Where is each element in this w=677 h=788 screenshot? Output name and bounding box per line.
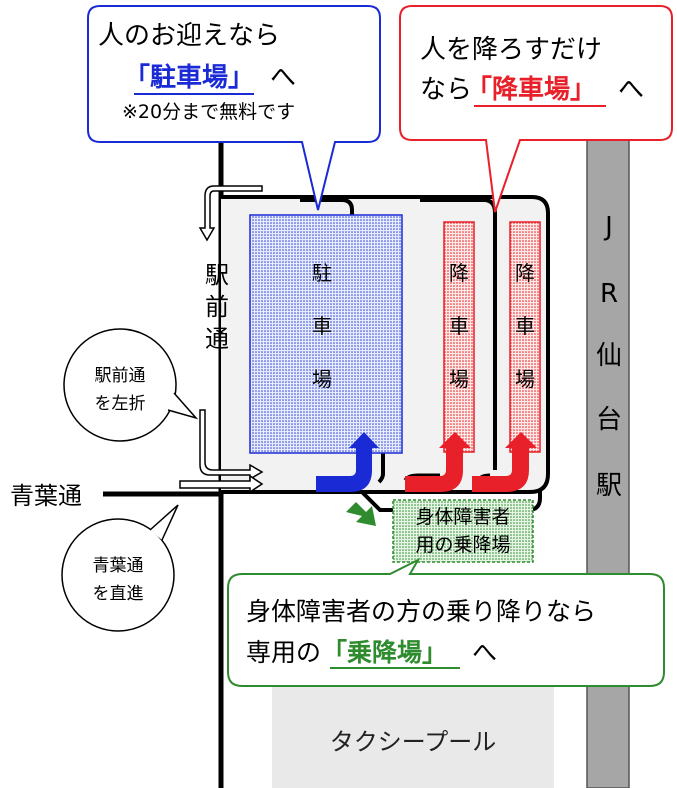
parking-callout-line-1: 人のお迎えなら	[98, 21, 280, 51]
dropoff-right-char-1: 降	[515, 261, 535, 285]
parking-entry-hook	[300, 198, 354, 245]
dropoff-right-red-arrow	[472, 432, 537, 492]
jr-station-char-4: 台	[596, 405, 622, 435]
aoba-entry-arrow-1	[199, 409, 264, 481]
jr-station-char-3: 仙	[596, 341, 622, 371]
dropoff-callout-name: 「降車場」	[466, 74, 596, 105]
accessible-lot-label-1: 身体障害者	[415, 506, 510, 528]
dropoff-callout-prefix: なら	[420, 75, 472, 105]
parking-callout-suffix: へ	[270, 63, 296, 93]
parking-callout-box	[87, 5, 381, 211]
taxi-pool-label: タクシープール	[330, 728, 497, 756]
left-turn-hint-line-1: 駅前通	[95, 366, 146, 386]
accessible-callout-line-1: 身体障害者の方の乗り降りなら	[246, 597, 596, 626]
jr-station-char-5: 駅	[596, 471, 622, 501]
dropoff-left-char-3: 場	[449, 367, 469, 391]
parking-lot	[249, 214, 403, 454]
dropoff-right-char-3: 場	[515, 367, 535, 391]
dropoff-left-red-arrow	[405, 432, 471, 492]
accessible-callout-prefix: 専用の	[246, 638, 321, 667]
jr-station-char-2: R	[600, 279, 618, 309]
parking-exit-line	[377, 295, 385, 484]
left-turn-arrow	[198, 185, 263, 242]
aoba-dori-label: 青葉通	[10, 482, 82, 510]
dropoff-left-char-1: 降	[449, 261, 469, 285]
accessible-callout-name: 「乗降場」	[322, 638, 447, 667]
straight-hint-line-2: を直進	[93, 584, 144, 604]
accessible-callout-box	[227, 557, 665, 687]
parking-lot-char-3: 場	[312, 367, 332, 391]
parking-callout-note: ※20分まで無料です	[122, 101, 295, 123]
parking-lot-char-1: 駐	[312, 261, 332, 285]
left-turn-hint-tail	[167, 392, 199, 420]
parking-entry-blue-arrow	[316, 432, 379, 492]
ekimae-dori-char-3: 通	[205, 325, 229, 353]
accessible-lot-label-2: 用の乗降場	[415, 534, 510, 556]
accessible-green-arrow	[346, 502, 376, 526]
straight-hint-line-1: 青葉通	[93, 556, 144, 576]
ekimae-dori-char-2: 前	[205, 293, 229, 321]
dropoff-right-char-2: 車	[515, 314, 535, 338]
dropoff-left-char-2: 車	[449, 314, 469, 338]
accessible-lot	[392, 499, 534, 563]
straight-hint-tail	[149, 504, 179, 541]
dropoff-callout-box	[399, 5, 673, 213]
left-turn-hint-bubble	[63, 328, 177, 442]
ekimae-dori-char-1: 駅	[205, 261, 229, 289]
straight-hint-bubble	[61, 518, 175, 632]
aoba-entry-arrow-2	[179, 474, 264, 494]
accessible-callout-suffix: へ	[472, 638, 497, 667]
dropoff-callout-line-1: 人を降ろすだけ	[420, 35, 602, 65]
dropoff-left-hook	[420, 198, 497, 470]
jr-station-char-1: J	[603, 212, 613, 242]
parking-callout-name: 「駐車場」	[124, 62, 254, 93]
taxi-pool-area	[272, 680, 554, 788]
left-turn-hint-line-2: を左折	[95, 394, 146, 414]
dropoff-callout-suffix: へ	[618, 75, 644, 105]
parking-lot-char-2: 車	[312, 314, 332, 338]
